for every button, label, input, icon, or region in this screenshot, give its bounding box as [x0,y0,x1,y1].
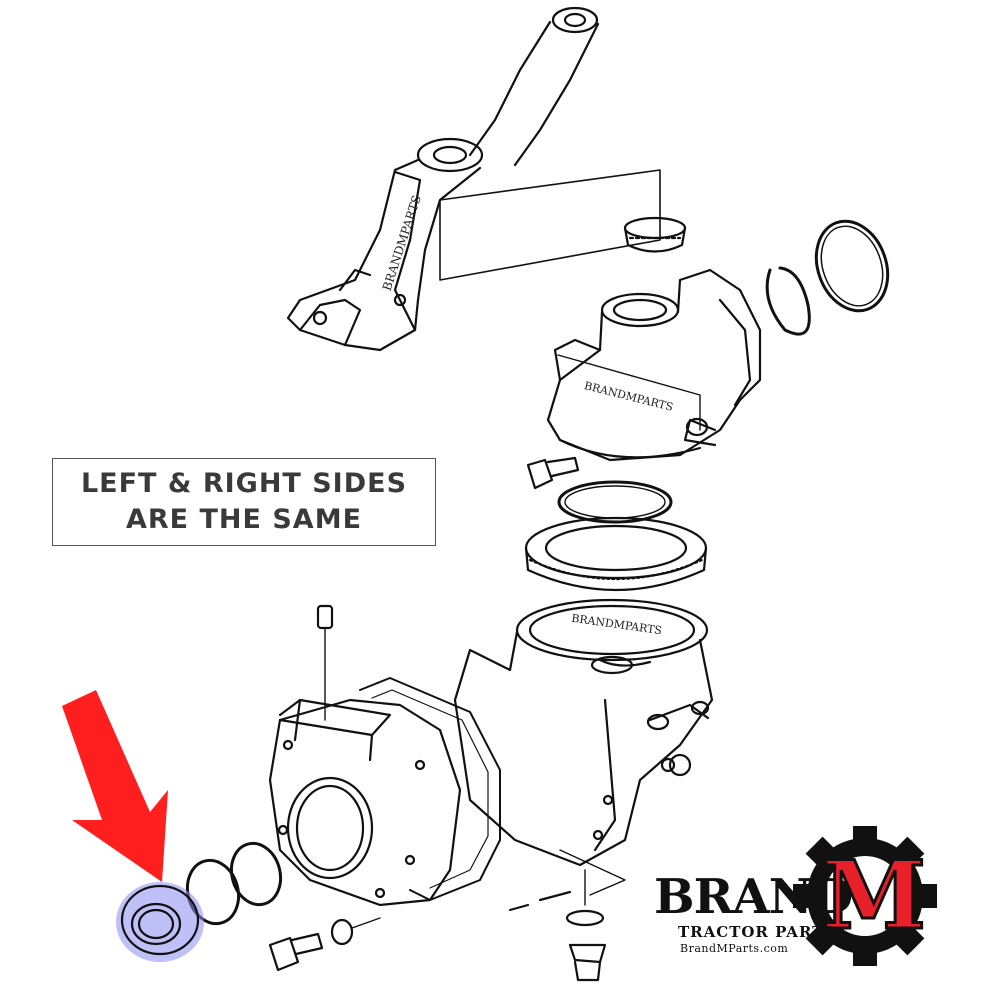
o-ring [814,219,890,313]
note-line-1: LEFT & RIGHT SIDES [80,468,408,499]
oil-seal [116,882,204,962]
gear-icon [793,826,937,966]
bolt-lower [268,917,381,972]
snap-ring-middle [557,480,673,524]
note-line-2: ARE THE SAME [125,504,363,535]
gasket [359,677,501,901]
steering-arm [286,6,600,352]
drain-plug [508,849,626,982]
large-bearing [524,516,708,592]
brand-logo: BRAND M TRACTOR PARTS BrandMParts.com [650,826,970,966]
side-cover [268,698,462,907]
dowel-pin [316,604,334,721]
logo-tagline: TRACTOR PARTS [678,923,837,941]
pointer-arrow-icon [62,690,168,882]
bolt-upper [526,456,580,490]
snap-ring-left-2 [229,841,283,907]
note-box: LEFT & RIGHT SIDES ARE THE SAME [52,458,436,546]
logo-word: BRAND [654,869,853,925]
snap-ring-upper [765,266,811,336]
bearing-cone [623,216,687,253]
leader-box [439,169,661,281]
upper-housing [546,268,762,462]
logo-letter-m: M [820,841,927,951]
lower-housing [453,598,714,867]
logo-url: BrandMParts.com [680,942,789,955]
